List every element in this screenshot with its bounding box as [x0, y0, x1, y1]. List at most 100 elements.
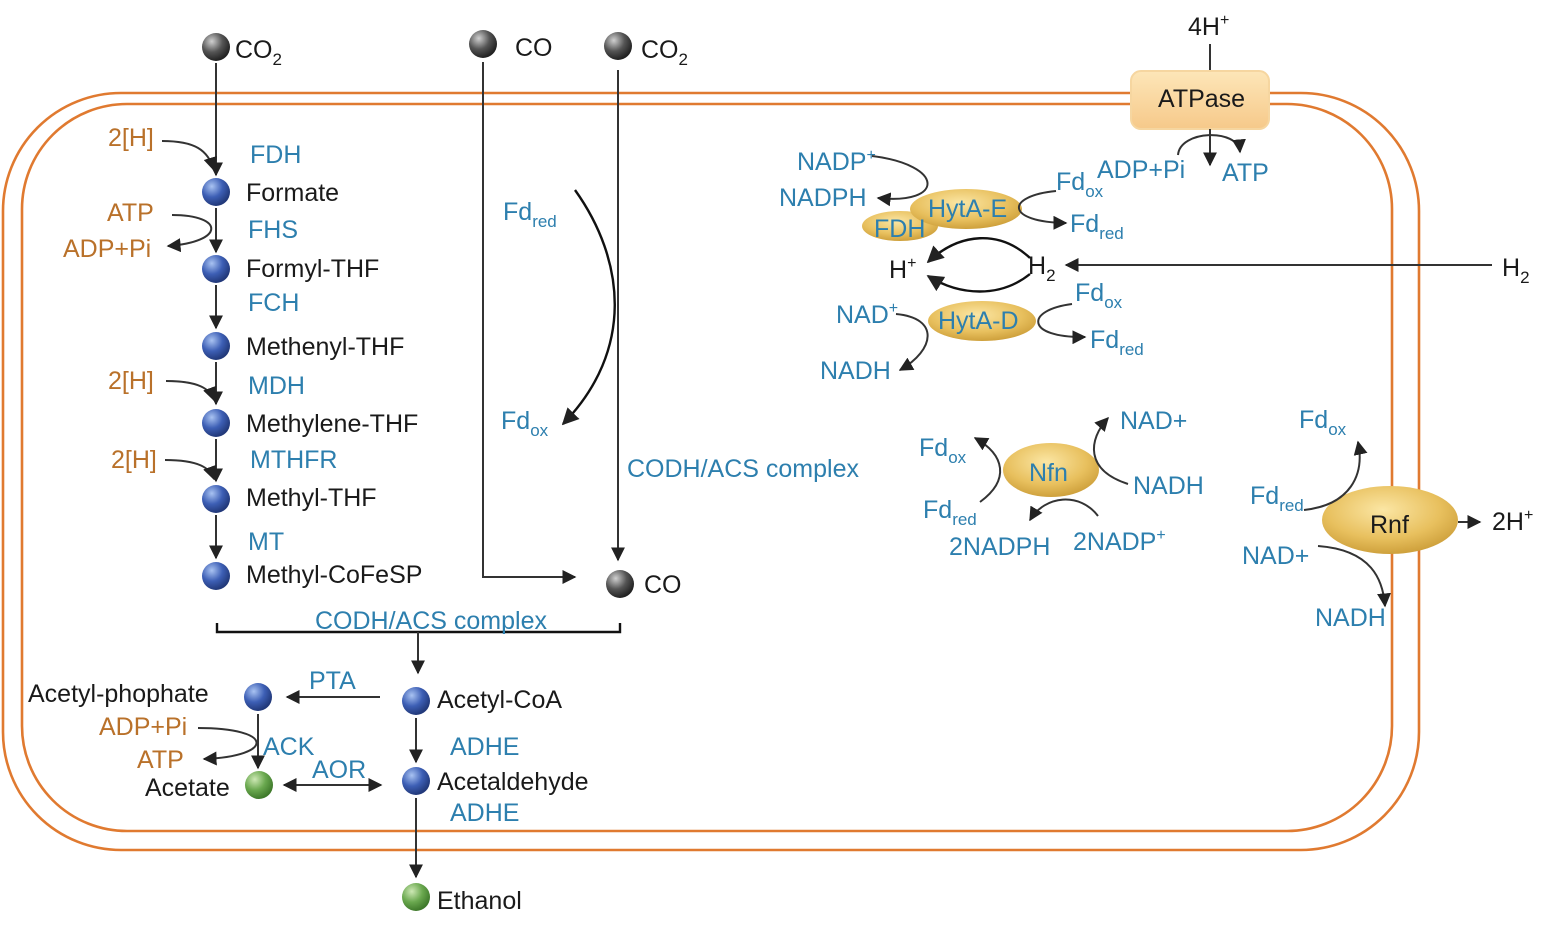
rnf-nad-arrow: [1317, 545, 1392, 608]
enzyme-codh-acs-junction: CODH/ACS complex: [315, 607, 547, 635]
nfn-nadp: 2NADP+: [1073, 527, 1166, 556]
nadp-plus: NADP+: [797, 147, 876, 176]
metabolite-methenyl-thf: Methenyl-THF: [246, 333, 404, 361]
enzyme-adhe-2: ADHE: [450, 799, 519, 827]
atpase-adp: ADP+Pi: [1097, 156, 1185, 184]
methyl-thf-node: [202, 485, 230, 513]
hyta-d-fd-arrow: [1037, 303, 1087, 345]
metabolite-methyl-thf: Methyl-THF: [246, 484, 377, 512]
arrow-atp-adp-1: [166, 214, 213, 253]
co2-right-node: [604, 32, 632, 60]
enzyme-ack: ACK: [263, 733, 315, 761]
formyl-thf-node: [202, 255, 230, 283]
metabolite-formate: Formate: [246, 179, 339, 207]
nfn-label: Nfn: [1029, 459, 1068, 487]
hyta-d-blob: [928, 301, 1036, 341]
nfn-nadph: 2NADPH: [949, 533, 1050, 561]
nadph-hyta: NADPH: [779, 184, 867, 212]
enzyme-fch: FCH: [248, 289, 299, 317]
co2-right-label: CO2: [641, 36, 688, 69]
enzyme-codh-acs-right: CODH/ACS complex: [627, 455, 859, 483]
rnf-label: Rnf: [1370, 511, 1409, 539]
nfn-nadh: NADH: [1133, 472, 1204, 500]
metabolite-methyl-cofesp: Methyl-CoFeSP: [246, 561, 422, 589]
co-internal-node: [606, 570, 634, 598]
metabolite-acetyl-coa: Acetyl-CoA: [437, 686, 562, 714]
hyta-e-fd-arrow: [1018, 190, 1068, 230]
nfn-blob: [1003, 443, 1099, 497]
nfn-nadp-arrow: [1029, 498, 1099, 522]
metabolite-acetaldehyde: Acetaldehyde: [437, 768, 589, 796]
acetyl-coa-node: [402, 687, 430, 715]
reducing-equiv-3: 2[H]: [111, 446, 157, 474]
enzyme-fhs: FHS: [248, 216, 298, 244]
arrow-fd-red-to-ox: [561, 189, 616, 426]
cofactor-atp-1: ATP: [107, 199, 154, 227]
nfn-fd-red: Fdred: [923, 496, 977, 529]
rnf-nad-plus: NAD+: [1242, 542, 1309, 570]
reducing-equiv-1: 2[H]: [108, 124, 154, 152]
enzyme-mthfr: MTHFR: [250, 446, 337, 474]
metabolite-formyl-thf: Formyl-THF: [246, 255, 379, 283]
hyta-e-label: HytA-E: [928, 195, 1007, 223]
fd-ox-carbonyl: Fdox: [501, 407, 549, 440]
acetate-node: [245, 771, 273, 799]
h2-internal-label: H2: [1028, 252, 1056, 285]
h2-to-h-lower-arc: [926, 273, 1031, 293]
rnf-fd-arrow: [1303, 440, 1368, 511]
acetyl-phosphate-node: [244, 683, 272, 711]
rnf-blob: [1322, 486, 1458, 554]
h2-to-h-upper-arc: [926, 237, 1031, 264]
arrow-2h-3: [164, 459, 217, 481]
hyta-e-blob: [910, 189, 1022, 229]
outer-membrane: [1, 91, 1421, 852]
methyl-cofesp-node: [202, 562, 230, 590]
nad-plus-hyta: NAD+: [836, 300, 898, 329]
nfn-fd-ox: Fdox: [919, 434, 967, 467]
rnf-fd-ox: Fdox: [1299, 406, 1347, 439]
rnf-nadh: NADH: [1315, 604, 1386, 632]
ethanol-node: [402, 883, 430, 911]
formate-node: [202, 178, 230, 206]
enzyme-mt: MT: [248, 528, 284, 556]
acetaldehyde-node: [402, 767, 430, 795]
reducing-equiv-2: 2[H]: [108, 367, 154, 395]
h-plus-label: H+: [889, 255, 916, 284]
cofactor-adp-1: ADP+Pi: [63, 235, 151, 263]
co-internal-label: CO: [644, 571, 682, 599]
co-external-node: [469, 30, 497, 58]
arrow-2h-2: [165, 380, 217, 402]
enzyme-fdh: FDH: [250, 141, 301, 169]
hyta-e-fd-red: Fdred: [1070, 210, 1124, 243]
methylene-thf-node: [202, 409, 230, 437]
nfn-fd-arrow: [973, 437, 1001, 503]
protons-outside: 4H+: [1188, 12, 1229, 41]
arrow-adp-atp-2: [197, 727, 258, 766]
enzyme-adhe-1: ADHE: [450, 733, 519, 761]
co2-left-node: [202, 33, 230, 61]
metabolite-ethanol: Ethanol: [437, 887, 522, 915]
inner-membrane: [20, 102, 1394, 833]
nadp-to-nadph-arrow: [871, 155, 929, 207]
nfn-nad-plus: NAD+: [1120, 407, 1187, 435]
metabolite-methylene-thf: Methylene-THF: [246, 410, 418, 438]
metabolite-acetate: Acetate: [145, 774, 230, 802]
atpase-box: [1130, 70, 1270, 130]
co2-left-label: CO2: [235, 36, 282, 69]
enzyme-aor: AOR: [312, 756, 366, 784]
metabolite-acetyl-phosphate: Acetyl-phophate: [28, 680, 209, 708]
rnf-fd-red: Fdred: [1250, 482, 1304, 515]
enzyme-pta: PTA: [309, 667, 356, 695]
arrow-co-into-cell: [482, 62, 577, 584]
fdh-hyta-label: FDH: [874, 215, 925, 243]
atpase-atp: ATP: [1222, 159, 1269, 187]
hyta-d-fd-red: Fdred: [1090, 326, 1144, 359]
rnf-protons: 2H+: [1492, 507, 1533, 536]
hyta-d-label: HytA-D: [938, 307, 1019, 335]
methenyl-thf-node: [202, 332, 230, 360]
nadh-hyta: NADH: [820, 357, 891, 385]
cofactor-atp-2: ATP: [137, 746, 184, 774]
cofactor-adp-2: ADP+Pi: [99, 713, 187, 741]
enzyme-mdh: MDH: [248, 372, 305, 400]
